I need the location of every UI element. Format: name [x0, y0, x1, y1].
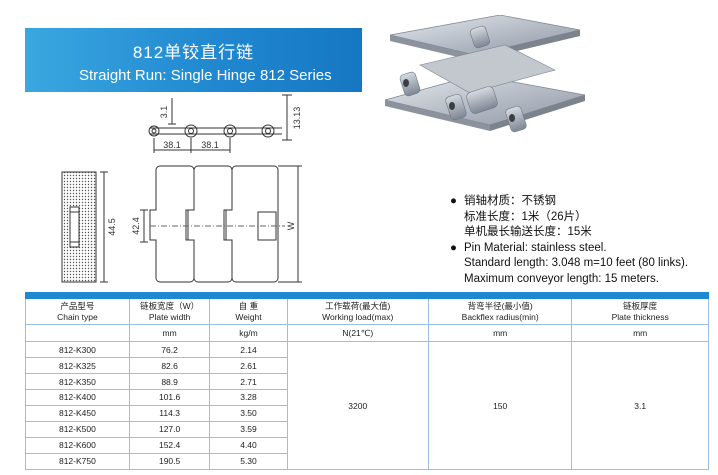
table-cell-width: 152.4 — [128, 436, 211, 454]
table-cell-weight: 3.28 — [209, 389, 288, 406]
table-cell-width: 82.6 — [128, 357, 211, 375]
table-cell-type: 812-K325 — [25, 357, 130, 375]
table-cell-weight: 2.14 — [209, 341, 288, 359]
title-chinese: 812单铰直行链 — [132, 43, 255, 62]
cross-section-drawing — [61, 171, 108, 283]
table-cell-type: 812-K300 — [25, 341, 130, 359]
table-cell-weight: 3.50 — [209, 404, 288, 422]
table-cell-type: 812-K750 — [25, 452, 130, 471]
header-backflex-radius: 背弯半径(最小值)Backflex radius(min) — [427, 297, 573, 326]
table-cell-type: 812-K600 — [25, 436, 130, 454]
width-symbol-label: W — [286, 221, 296, 230]
table-cell-weight: 2.71 — [209, 373, 288, 390]
table-cell-weight: 3.59 — [209, 420, 288, 438]
spec-pin-material-en: ●Pin Material: stainless steel. — [450, 241, 688, 257]
spec-max-length-cn: 单机最长输送长度：15米 — [464, 226, 592, 238]
merged-backflex-radius: 150 — [427, 341, 573, 470]
side-width-label: 44.5 — [107, 218, 117, 236]
table-unit-row: mm kg/m N(21℃) mm mm — [25, 324, 709, 343]
header-plate-width: 链板宽度（W）Plate width — [128, 297, 211, 326]
title-english: Straight Run: Single Hinge 812 Series — [79, 67, 332, 84]
chain-product-image — [384, 15, 585, 133]
front-width-label: 42.4 — [131, 217, 141, 235]
table-cell-width: 190.5 — [128, 452, 211, 471]
table-cell-width: 114.3 — [128, 404, 211, 422]
height-label: 13.13 — [292, 107, 302, 130]
bullet-icon: ● — [450, 195, 457, 207]
spec-standard-length-cn: 标准长度：1米（26片） — [464, 210, 587, 223]
table-cell-type: 812-K450 — [25, 404, 130, 422]
spec-max-length-en: Maximum conveyor length: 15 meters. — [464, 272, 659, 285]
table-cell-width: 76.2 — [128, 341, 211, 359]
spec-pin-material-cn: ●销轴材质：不锈钢 — [450, 194, 688, 210]
table-cell-weight: 4.40 — [209, 436, 288, 454]
bullet-icon: ● — [450, 241, 457, 254]
table-cell-type: 812-K500 — [25, 420, 130, 438]
table-cell-weight: 5.30 — [209, 452, 288, 471]
table-cell-type: 812-K350 — [25, 373, 130, 390]
specifications: ●销轴材质：不锈钢 标准长度：1米（26片） 单机最长输送长度：15米 ●Pin… — [450, 194, 688, 287]
thickness-label: 3.1 — [159, 106, 169, 119]
technical-drawings: 3.1 13.13 38.1 38.1 44.5 42.4 W — [61, 94, 302, 283]
pitch-label-b: 38.1 — [201, 140, 219, 150]
front-view-drawing — [140, 165, 302, 283]
table-cell-width: 101.6 — [128, 389, 211, 406]
table-cell-width: 88.9 — [128, 373, 211, 390]
merged-working-load: 3200 — [286, 341, 429, 470]
table-cell-width: 127.0 — [128, 420, 211, 438]
pitch-label-a: 38.1 — [163, 140, 181, 150]
table-cell-weight: 2.61 — [209, 357, 288, 375]
title-banner: 812单铰直行链 Straight Run: Single Hinge 812 … — [25, 28, 362, 92]
table-cell-type: 812-K400 — [25, 389, 130, 406]
header-working-load: 工作载荷(最大值)Working load(max) — [286, 297, 429, 326]
side-profile-drawing — [148, 94, 292, 153]
merged-plate-thickness: 3.1 — [571, 341, 709, 470]
spec-standard-length-en: Standard length: 3.048 m=10 feet (80 lin… — [464, 257, 689, 269]
